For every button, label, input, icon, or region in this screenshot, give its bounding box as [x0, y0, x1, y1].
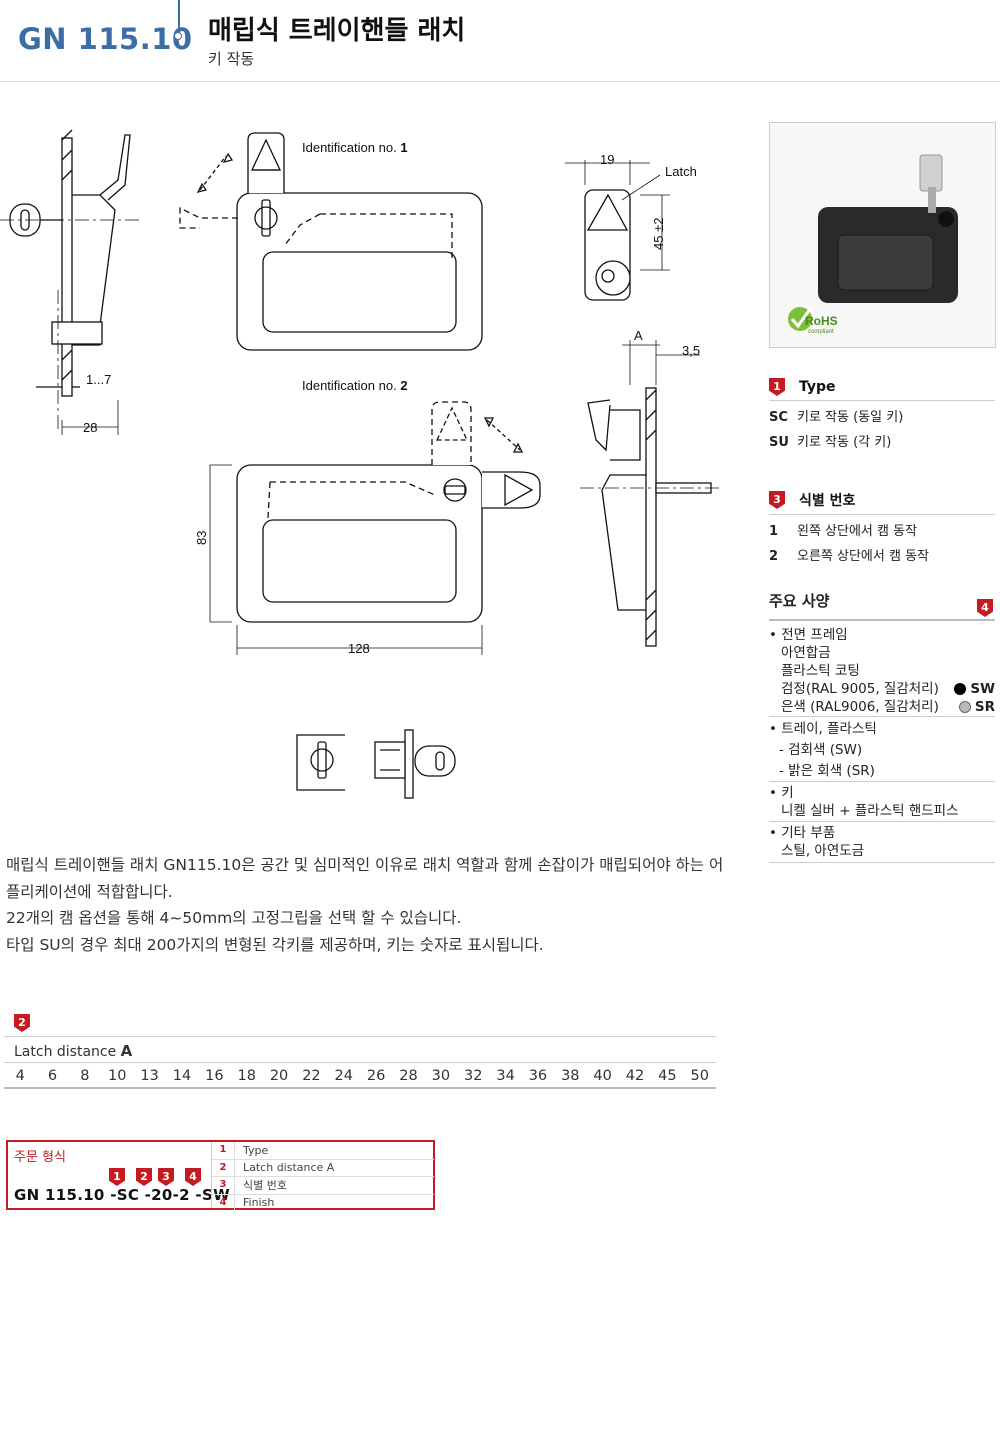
type-heading: Type	[799, 379, 836, 395]
latch-value-cell: 10	[108, 1068, 127, 1084]
desc-p1: 매립식 트레이핸들 래치 GN115.10은 공간 및 심미적인 이유로 래치 …	[6, 856, 724, 901]
description: 매립식 트레이핸들 래치 GN115.10은 공간 및 심미적인 이유로 래치 …	[6, 852, 726, 958]
rohs-label: RoHS	[805, 314, 838, 328]
latch-label: Latch distance A	[14, 1042, 133, 1060]
ident-badge: 3	[769, 491, 785, 509]
specs-heading: 주요 사양	[769, 592, 830, 610]
specs-rule	[769, 619, 995, 621]
spec-divider	[769, 862, 995, 863]
latch-values: 4 6 8 10 13 14 16 18 20 22 24 26 28 30 32 34 36 38 40 42 45 5…	[4, 1064, 716, 1088]
technical-drawing: Identification no. 1 Identification no. …	[0, 129, 720, 799]
rohs-sub: compliant	[808, 329, 834, 335]
ident-rule	[769, 514, 995, 515]
latch-rule-mid	[4, 1062, 716, 1063]
latch-value-cell: 6	[47, 1068, 58, 1084]
dim-28: 28	[83, 420, 97, 435]
latch-label: Latch	[665, 164, 697, 179]
spec-frame: • 전면 프레임 아연합금 플라스틱 코팅 검정(RAL 9005, 질감처리)…	[769, 627, 995, 715]
ident-heading: 식별 번호	[799, 493, 856, 509]
order-badge-3: 3	[158, 1168, 174, 1186]
black-swatch	[954, 683, 967, 695]
desc-p2: 22개의 캠 옵션을 통해 4~50mm의 고정그립을 선택 할 수 있습니다.	[6, 909, 462, 927]
product-code: GN 115.10	[18, 22, 193, 56]
latch-value-cell: 30	[431, 1068, 451, 1084]
header-divider	[178, 0, 180, 34]
latch-value-cell: 50	[690, 1068, 709, 1084]
spec-key: • 키 니켈 실버 + 플라스틱 핸드피스	[769, 785, 959, 819]
latch-value-cell: 45	[658, 1068, 677, 1084]
dim-45: 45 ±2	[651, 218, 666, 250]
page-title: 매립식 트레이핸들 래치	[208, 16, 466, 46]
order-title: 주문 형식	[14, 1150, 66, 1165]
latch-value-cell: 32	[463, 1068, 483, 1084]
latch-rule-top	[4, 1036, 716, 1037]
side-view-left	[0, 129, 140, 435]
front-view-2	[209, 401, 541, 655]
specs-section: 주요 사양 4	[769, 590, 995, 621]
latch-value-cell: 36	[528, 1068, 548, 1084]
latch-value-cell: 18	[237, 1068, 256, 1084]
order-badge-4: 4	[185, 1168, 201, 1186]
header-rule	[0, 81, 1000, 82]
latch-value-cell: 20	[269, 1068, 289, 1084]
order-code: GN 115.10 -SC -20-2 -SW	[14, 1186, 230, 1204]
silver-swatch	[958, 701, 971, 713]
spec-divider	[769, 716, 995, 717]
latch-value-cell: 24	[334, 1068, 353, 1084]
latch-rule-bottom	[4, 1087, 716, 1089]
detail-views	[296, 729, 456, 799]
latch-value-cell: 38	[561, 1068, 580, 1084]
front-view-1	[179, 132, 483, 351]
spec-divider	[769, 821, 995, 822]
id-no-2-label: Identification no. 2	[302, 378, 408, 393]
latch-value-cell: 4	[15, 1068, 25, 1084]
header-divider-dot	[174, 32, 182, 40]
type-rule	[769, 400, 995, 401]
latch-value-cell: 40	[593, 1068, 612, 1084]
spec-other: • 기타 부품 스틸, 아연도금	[769, 825, 865, 859]
latch-value-cell: 42	[625, 1068, 645, 1084]
dim-83: 83	[194, 531, 209, 545]
latch-value-cell: 14	[172, 1068, 192, 1084]
id-no-1-label: Identification no. 1	[302, 140, 408, 155]
order-badge-1: 1	[109, 1168, 125, 1186]
latch-value-cell: 13	[140, 1068, 159, 1084]
spec-divider	[769, 781, 995, 782]
latch-value-cell: 8	[80, 1068, 90, 1084]
dim-a: A	[634, 328, 643, 343]
latch-value-cell: 22	[302, 1068, 321, 1084]
dim-3-5: 3,5	[682, 343, 700, 358]
order-badge-2: 2	[136, 1168, 152, 1186]
latch-value-cell: 28	[399, 1068, 418, 1084]
page-subtitle: 키 작동	[208, 50, 255, 68]
product-photo: RoHS compliant	[769, 122, 996, 348]
spec-tray: • 트레이, 플라스틱 - 검회색 (SW) - 밝은 회색 (SR)	[769, 721, 877, 779]
dim-19: 19	[600, 152, 614, 167]
latch-badge: 2	[14, 1014, 30, 1032]
desc-p3: 타입 SU의 경우 최대 200가지의 변형된 각키를 제공하며, 키는 숫자로…	[6, 935, 544, 954]
section-view	[580, 340, 720, 647]
dim-1-7: 1...7	[86, 372, 111, 387]
specs-badge: 4	[977, 599, 993, 617]
latch-value-cell: 34	[496, 1068, 515, 1084]
latch-side-view	[565, 160, 670, 301]
latch-value-cell: 16	[205, 1068, 224, 1084]
type-badge: 1	[769, 378, 785, 396]
latch-value-cell: 26	[366, 1068, 386, 1084]
dim-128: 128	[348, 641, 370, 656]
